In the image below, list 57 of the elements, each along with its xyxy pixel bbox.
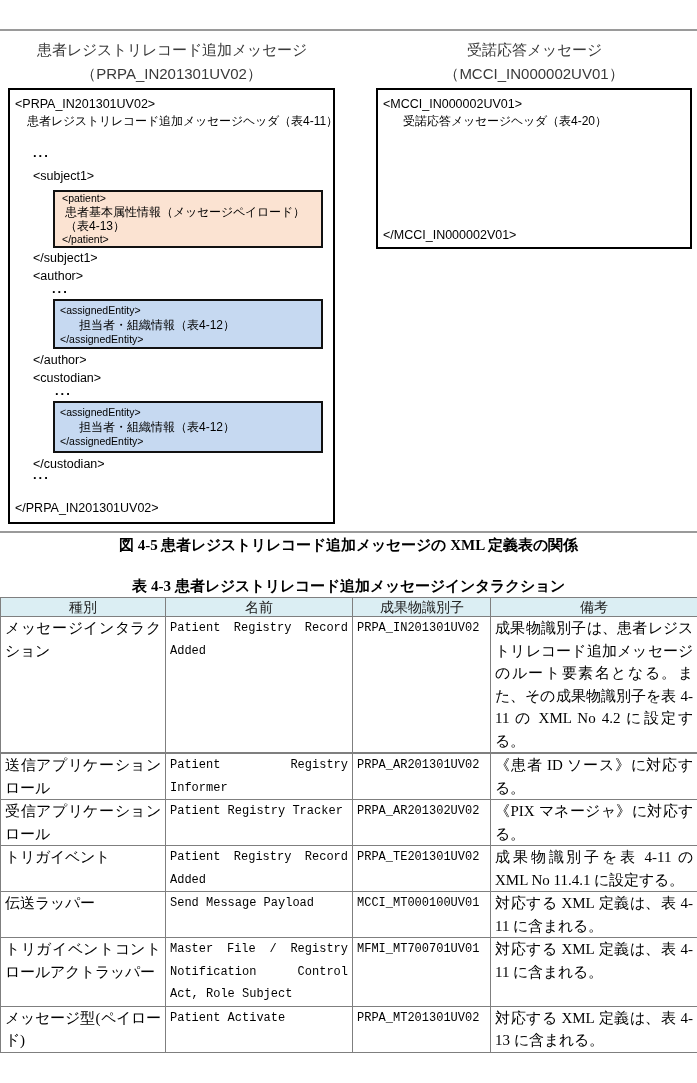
ellipsis: ... (55, 383, 72, 399)
xml-tag: </subject1> (33, 250, 98, 266)
xml-tag: </assignedEntity> (55, 434, 321, 448)
xml-tag: <custodian> (33, 370, 102, 386)
table-cell: MFMI_MT700701UV01 (352, 937, 491, 1006)
table-cell: Send Message Payload (165, 891, 353, 938)
xml-tag: <MCCI_IN000002UV01> (383, 96, 522, 112)
table-cell: PRPA_AR201302UV02 (352, 799, 491, 846)
table-cell: Patient Registry Record Added (165, 616, 353, 753)
table-cell: 受信アプリケーションロール (0, 799, 166, 846)
xml-tag: </author> (33, 352, 87, 368)
table-cell: メッセージ型(ペイロード) (0, 1006, 166, 1052)
message-id-title: （PRPA_IN201301UV02） (81, 64, 262, 84)
figure-caption: 図 4-5 患者レジストリレコード追加メッセージの XML 定義表の関係 (118, 536, 579, 555)
xml-element-box (53, 299, 323, 349)
message-id-title: （MCCI_IN000002UV01） (444, 64, 624, 84)
table-header-cell: 備考 (490, 597, 697, 617)
xml-tag: <PRPA_IN201301UV02> (15, 96, 156, 112)
table-cell: Master File / Registry Notification Control Act, Role Subject (165, 937, 353, 1006)
xml-tag: <assignedEntity> (55, 304, 321, 318)
table-cell: トリガイベントコントロールアクトラッパー (0, 937, 166, 1006)
table-cell: Patient Registry Tracker (165, 799, 353, 846)
description-text: 受諾応答メッセージヘッダ（表4-20） (403, 113, 608, 129)
table-cell: 伝送ラッパー (0, 891, 166, 938)
table-cell: PRPA_MT201301UV02 (352, 1006, 491, 1052)
xml-tag: <author> (33, 268, 84, 284)
table-header-cell: 名前 (165, 597, 353, 617)
table-header-cell: 種別 (0, 597, 166, 617)
xml-tag: </MCCI_IN000002V01> (383, 227, 517, 243)
table-cell: PRPA_TE201301UV02 (352, 845, 491, 892)
table-cell: PRPA_IN201301UV02 (352, 616, 491, 753)
table-cell: トリガイベント (0, 845, 166, 892)
description-text: 患者レジストリレコード追加メッセージヘッダ（表4-11） (27, 113, 339, 129)
table-cell: Patient Registry Record Added (165, 845, 353, 892)
ellipsis: ... (33, 145, 50, 161)
description-text: 担当者・組織情報（表4-12） (78, 419, 237, 435)
table-header-cell: 成果物識別子 (352, 597, 491, 617)
table-title: 表 4-3 患者レジストリレコード追加メッセージインタラクション (132, 577, 565, 596)
xml-tag: </assignedEntity> (55, 332, 321, 346)
ellipsis: ... (52, 281, 69, 297)
table-cell: PRPA_AR201301UV02 (352, 753, 491, 800)
xml-element-box (53, 401, 323, 453)
xml-tag: </PRPA_IN201301UV02> (15, 500, 159, 516)
table-cell: MCCI_MT000100UV01 (352, 891, 491, 938)
xml-tag: <patient> (55, 192, 321, 205)
table-cell: メッセージインタラクション (0, 616, 166, 753)
table-cell: Patient Activate (165, 1006, 353, 1052)
description-text: 担当者・組織情報（表4-12） (78, 317, 237, 333)
message-title: 受諾応答メッセージ (466, 40, 602, 60)
xml-element-box (53, 190, 323, 248)
xml-tag: </patient> (55, 233, 321, 246)
xml-tag: <assignedEntity> (55, 406, 321, 420)
xml-tag: <subject1> (33, 168, 95, 184)
table-cell: Patient Registry Informer (165, 753, 353, 800)
message-title: 患者レジストリレコード追加メッセージ (36, 40, 307, 60)
table-cell: 送信アプリケーションロール (0, 753, 166, 800)
description-text: 患者基本属性情報（メッセージペイロード）（表4-13） (64, 205, 306, 233)
